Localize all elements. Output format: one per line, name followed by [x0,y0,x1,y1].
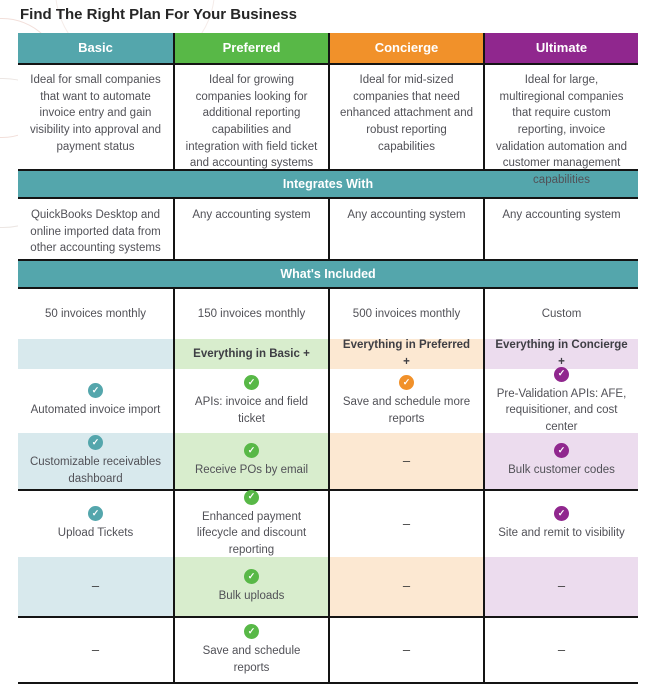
invoices-row: 50 invoices monthly 150 invoices monthly… [18,289,638,339]
section-header-integrates-with: Integrates With [18,169,638,199]
plan-description-row: Ideal for small companies that want to a… [18,65,638,186]
feature-cell: ✓ Pre-Validation APIs: AFE, requisitione… [483,366,638,433]
check-icon: ✓ [244,443,259,459]
integrates-cell-preferred: Any accounting system [173,199,328,259]
feature-cell: ✓ Save and schedule more reports [328,369,483,433]
everything-cell-basic [18,339,173,369]
feature-label: Automated invoice import [30,404,161,417]
plan-description-preferred: Ideal for growing companies looking for … [173,65,328,169]
feature-label: Upload Tickets [57,527,134,540]
feature-cell-empty: – [18,618,173,682]
feature-cell: ✓ Automated invoice import [18,369,173,433]
feature-cell: ✓ Site and remit to visibility [483,491,638,557]
dash-text: – [557,641,566,657]
plan-description-ultimate: Ideal for large, multiregional companies… [483,65,638,186]
everything-cell-concierge: Everything in Preferred + [328,339,483,369]
feature-label: Pre-Validation APIs: AFE, requisitioner,… [496,387,627,433]
feature-cell-empty: – [328,618,483,682]
invoices-cell-preferred: 150 invoices monthly [173,289,328,339]
feature-label: Save and schedule reports [202,644,301,674]
dash-text: – [402,515,411,531]
feature-label: Bulk uploads [218,589,285,602]
invoices-cell-ultimate: Custom [483,289,638,339]
check-icon: ✓ [244,568,259,584]
feature-cell: ✓ Bulk customer codes [483,433,638,489]
everything-cell-preferred: Everything in Basic + [173,339,328,369]
dash-text: – [557,578,566,594]
feature-label: Site and remit to visibility [498,527,625,540]
feature-row: ✓ Customizable receivables dashboard ✓ R… [18,433,638,491]
plan-header-preferred: Preferred [173,33,328,63]
plan-header-concierge: Concierge [328,33,483,63]
check-icon: ✓ [88,383,103,399]
feature-cell-empty: – [328,557,483,616]
feature-row: ✓ Upload Tickets ✓ Enhanced payment life… [18,489,638,557]
feature-cell-empty: – [483,557,638,616]
feature-cell: ✓ Save and schedule reports [173,618,328,682]
plan-description-basic: Ideal for small companies that want to a… [18,65,173,169]
check-icon: ✓ [88,506,103,522]
check-icon: ✓ [554,506,569,522]
check-icon: ✓ [88,434,103,450]
feature-cell: ✓ Bulk uploads [173,557,328,616]
dash-text: – [402,641,411,657]
feature-row: – ✓ Bulk uploads – – [18,557,638,618]
feature-row: ✓ Automated invoice import ✓ APIs: invoi… [18,366,638,433]
everything-cell-ultimate: Everything in Concierge + [483,339,638,369]
feature-cell-empty: – [328,433,483,489]
feature-label: Save and schedule more reports [342,395,471,425]
check-icon: ✓ [399,374,414,390]
feature-label: Bulk customer codes [508,464,615,477]
check-icon: ✓ [244,623,259,639]
feature-cell: ✓ Upload Tickets [18,491,173,557]
feature-cell-empty: – [18,557,173,616]
plan-header-basic: Basic [18,33,173,63]
feature-cell: ✓ Receive POs by email [173,433,328,489]
dash-text: – [402,452,411,468]
plan-comparison-table: Basic Preferred Concierge Ultimate Ideal… [18,33,638,684]
everything-row: Everything in Basic + Everything in Pref… [18,339,638,369]
feature-cell-empty: – [328,491,483,557]
feature-cell: ✓ Enhanced payment lifecycle and discoun… [173,489,328,557]
feature-cell: ✓ APIs: invoice and field ticket [173,369,328,433]
dash-text: – [91,578,100,594]
feature-label: Enhanced payment lifecycle and discount … [196,510,307,556]
integrates-cell-concierge: Any accounting system [328,199,483,259]
feature-cell-empty: – [483,618,638,682]
integrates-cell-ultimate: Any accounting system [483,199,638,259]
check-icon: ✓ [554,366,569,382]
integrates-row: QuickBooks Desktop and online imported d… [18,199,638,259]
dash-text: – [402,578,411,594]
dash-text: – [91,641,100,657]
check-icon: ✓ [554,443,569,459]
invoices-cell-concierge: 500 invoices monthly [328,289,483,339]
plan-header-ultimate: Ultimate [483,33,638,63]
check-icon: ✓ [244,374,259,390]
integrates-cell-basic: QuickBooks Desktop and online imported d… [18,199,173,259]
invoices-cell-basic: 50 invoices monthly [18,289,173,339]
feature-label: APIs: invoice and field ticket [194,395,309,425]
feature-row: – ✓ Save and schedule reports – – [18,618,638,684]
feature-cell: ✓ Customizable receivables dashboard [18,433,173,489]
feature-label: Receive POs by email [194,464,309,477]
plan-description-concierge: Ideal for mid-sized companies that need … [328,65,483,169]
page-title: Find The Right Plan For Your Business [20,6,297,23]
check-icon: ✓ [244,489,259,505]
plan-header-row: Basic Preferred Concierge Ultimate [18,33,638,65]
feature-label: Customizable receivables dashboard [29,455,162,485]
section-header-whats-included: What's Included [18,259,638,289]
